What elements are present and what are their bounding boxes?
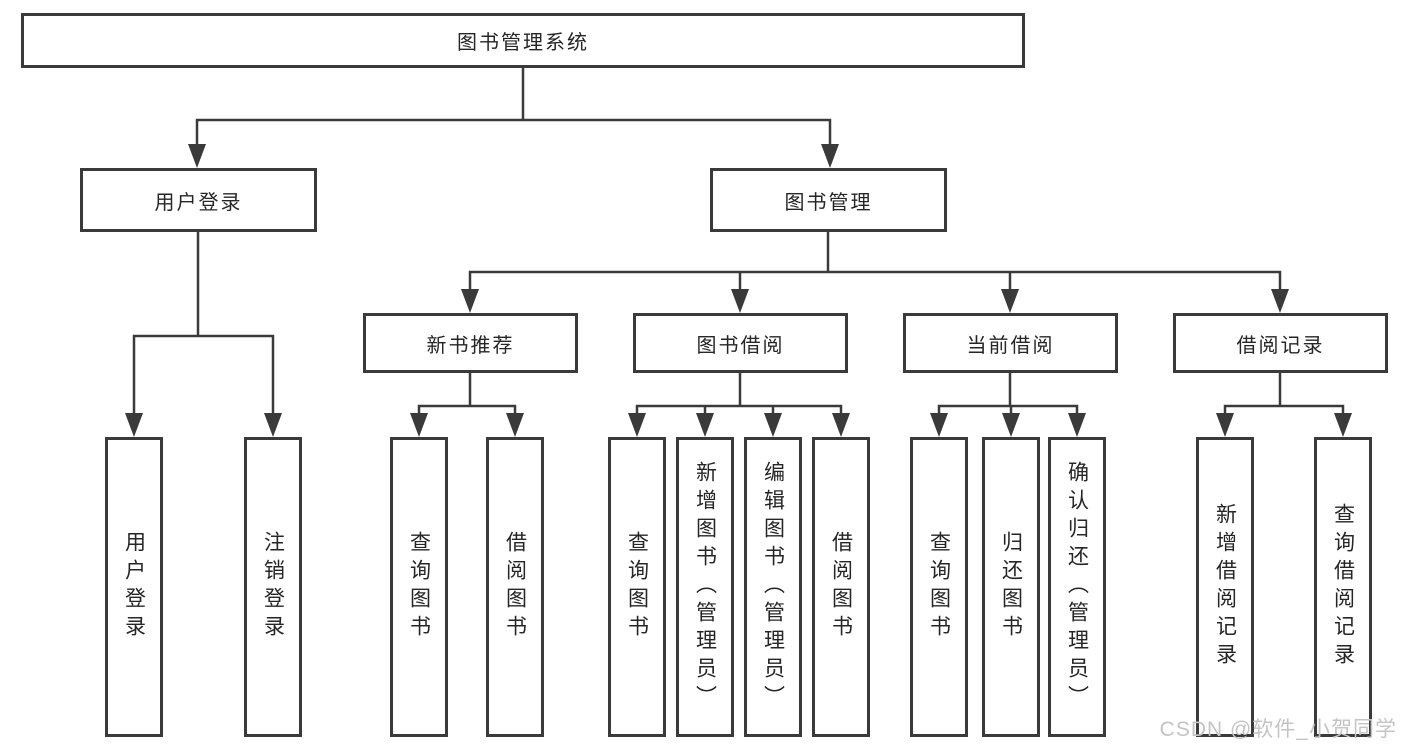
node-leaf-query-borrow-record: 查询借阅记录: [1314, 437, 1372, 737]
arrowhead-icons: [125, 144, 1352, 437]
arrow-down-icon: [821, 144, 839, 168]
arrow-down-icon: [410, 413, 428, 437]
node-leaf-add-books-admin: 新增图书（管理员）: [676, 437, 734, 737]
node-label: 用户登录: [122, 531, 146, 643]
connector-new-book: [417, 371, 517, 417]
node-book-management: 图书管理: [710, 168, 947, 232]
node-book-borrowing: 图书借阅: [633, 313, 848, 373]
arrow-down-icon: [1001, 289, 1019, 313]
node-label: 确认归还（管理员）: [1065, 461, 1089, 713]
node-label: 新增借阅记录: [1213, 503, 1237, 671]
node-label: 借阅图书: [503, 531, 527, 643]
node-leaf-edit-books-admin: 编辑图书（管理员）: [744, 437, 802, 737]
arrow-down-icon: [1002, 413, 1020, 437]
arrow-down-icon: [832, 413, 850, 437]
arrow-down-icon: [731, 289, 749, 313]
connector-paths: [132, 66, 1345, 417]
arrow-down-icon: [696, 413, 714, 437]
node-label: 新增图书（管理员）: [693, 461, 717, 713]
node-label: 注销登录: [261, 531, 285, 643]
connector-book-borrow: [635, 371, 843, 417]
node-user-login: 用户登录: [80, 168, 317, 232]
node-leaf-query-current: 查询图书: [910, 437, 968, 737]
arrow-down-icon: [1068, 413, 1086, 437]
connector-root: [195, 66, 832, 148]
node-leaf-return-books: 归还图书: [982, 437, 1040, 737]
node-leaf-borrow-books: 借阅图书: [812, 437, 870, 737]
node-borrowing-records: 借阅记录: [1173, 313, 1388, 373]
arrow-down-icon: [930, 413, 948, 437]
connector-borrow-records: [1223, 371, 1345, 417]
node-leaf-borrow-books-recommend: 借阅图书: [486, 437, 544, 737]
connector-current-borrow: [937, 371, 1079, 417]
arrow-down-icon: [461, 289, 479, 313]
node-label: 查询图书: [407, 531, 431, 643]
arrow-down-icon: [628, 413, 646, 437]
node-new-book-recommend: 新书推荐: [363, 313, 578, 373]
connector-user-login: [132, 230, 275, 417]
arrow-down-icon: [264, 413, 282, 437]
arrow-down-icon: [188, 144, 206, 168]
node-leaf-confirm-return-admin: 确认归还（管理员）: [1048, 437, 1106, 737]
node-current-borrowing: 当前借阅: [903, 313, 1118, 373]
node-leaf-query-books-recommend: 查询图书: [390, 437, 448, 737]
node-leaf-add-borrow-record: 新增借阅记录: [1196, 437, 1254, 737]
node-label: 编辑图书（管理员）: [761, 461, 785, 713]
node-leaf-logout: 注销登录: [244, 437, 302, 737]
arrow-down-icon: [506, 413, 524, 437]
arrow-down-icon: [1271, 289, 1289, 313]
arrow-down-icon: [1216, 413, 1234, 437]
arrow-down-icon: [1334, 413, 1352, 437]
node-library-system: 图书管理系统: [21, 13, 1025, 68]
csdn-watermark: CSDN @软件_小贺同学: [1159, 718, 1397, 741]
node-label: 借阅图书: [829, 531, 853, 643]
node-leaf-query-books: 查询图书: [608, 437, 666, 737]
connector-book-mgmt: [468, 230, 1282, 293]
node-leaf-user-login: 用户登录: [105, 437, 163, 737]
node-label: 查询借阅记录: [1331, 503, 1355, 671]
node-label: 查询图书: [625, 531, 649, 643]
arrow-down-icon: [125, 413, 143, 437]
node-label: 归还图书: [999, 531, 1023, 643]
node-label: 查询图书: [927, 531, 951, 643]
arrow-down-icon: [764, 413, 782, 437]
